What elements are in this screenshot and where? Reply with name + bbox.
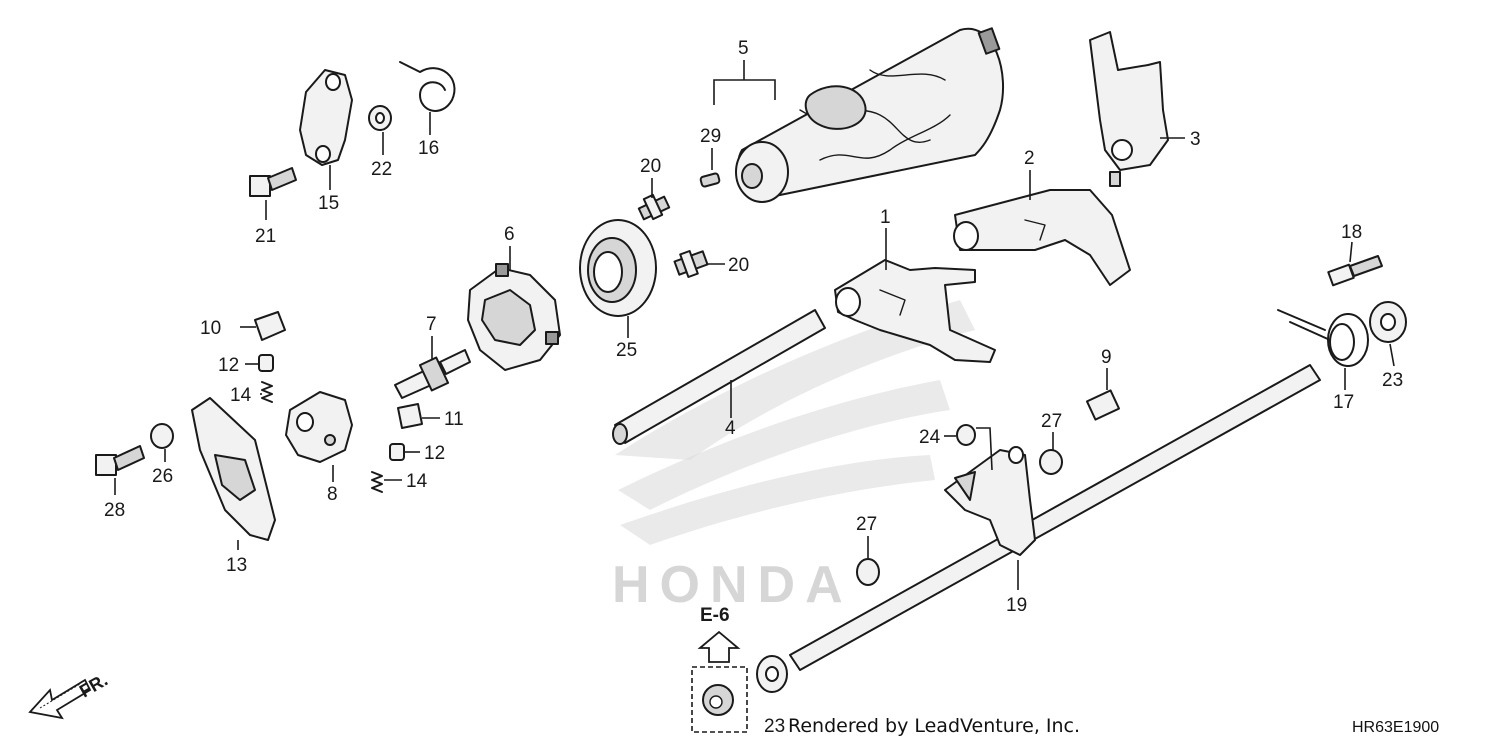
callout-20-lower: 20	[728, 255, 749, 276]
callout-13: 13	[226, 555, 247, 576]
spring-16	[399, 61, 456, 112]
drum-center-6	[467, 263, 561, 371]
callout-8: 8	[327, 484, 338, 505]
nut-24	[956, 424, 976, 446]
callouts: 5 29 3 2 1 4 6 25 20 20 7 8 10 11 12 12 …	[104, 38, 1403, 737]
pawl-10	[254, 311, 286, 341]
callout-26: 26	[152, 466, 173, 487]
special-bolt-7	[394, 349, 471, 399]
callout-2: 2	[1024, 148, 1035, 169]
pawl-11	[397, 403, 423, 429]
bolt-9	[1085, 389, 1121, 421]
return-spring-17	[1277, 309, 1369, 367]
callout-4: 4	[725, 418, 736, 439]
pin-12-upper	[258, 354, 274, 372]
callout-28: 28	[104, 500, 125, 521]
washer-23-bottom	[756, 655, 788, 693]
callout-14-upper: 14	[230, 385, 252, 406]
callout-16: 16	[418, 138, 439, 159]
callout-10: 10	[200, 318, 221, 339]
callout-18: 18	[1341, 222, 1362, 243]
pin-bolt-18	[1327, 255, 1383, 287]
callout-25: 25	[616, 340, 637, 361]
reference-box: E-6	[691, 605, 748, 733]
callout-17: 17	[1333, 392, 1354, 413]
spring-14-lower	[371, 471, 383, 493]
callout-7: 7	[426, 314, 437, 335]
washer-27-lower	[856, 558, 880, 586]
callout-14-lower: 14	[406, 471, 428, 492]
callout-23-right: 23	[1382, 370, 1403, 391]
bolt-28	[95, 445, 145, 476]
shift-fork-2	[953, 189, 1131, 286]
callout-20-upper: 20	[640, 156, 661, 177]
shift-fork-3	[1089, 31, 1169, 187]
bolt-21	[249, 167, 297, 197]
stopper-plate-8	[285, 391, 353, 463]
bolt-20-lower	[673, 250, 709, 278]
credit-text: Rendered by LeadVenture, Inc.	[788, 715, 1080, 737]
callout-23-bottom: 23	[764, 716, 785, 737]
bearing-25	[579, 219, 657, 317]
reference-label: E-6	[700, 605, 730, 626]
callout-22: 22	[371, 159, 392, 180]
watermark-text: HONDA	[612, 556, 853, 614]
callout-5: 5	[738, 38, 749, 59]
diagram-code: HR63E1900	[1352, 719, 1439, 736]
plate-15	[299, 69, 353, 166]
callout-12-lower: 12	[424, 443, 445, 464]
shift-fork-1	[834, 259, 996, 363]
washer-23-right	[1369, 301, 1407, 343]
callout-24: 24	[919, 427, 941, 448]
front-direction-label: FR.	[76, 670, 111, 702]
fork-shaft-4	[612, 309, 826, 445]
callout-9: 9	[1101, 347, 1112, 368]
callout-29: 29	[700, 126, 721, 147]
callout-6: 6	[504, 224, 515, 245]
honda-watermark: HONDA	[612, 300, 975, 614]
callout-12-upper: 12	[218, 355, 239, 376]
gearshift-spindle-19	[789, 364, 1321, 671]
callout-21: 21	[255, 226, 276, 247]
spring-14-upper	[261, 381, 273, 403]
callout-19: 19	[1006, 595, 1027, 616]
collar-26	[150, 423, 174, 449]
guide-plate-13	[191, 397, 276, 541]
washer-22	[368, 105, 392, 131]
pin-12-lower	[389, 443, 405, 461]
callout-27-lower: 27	[856, 514, 877, 535]
callout-15: 15	[318, 193, 339, 214]
leader-lines	[114, 60, 1395, 590]
front-direction-arrow: FR.	[28, 670, 111, 720]
shift-drum	[735, 27, 1004, 203]
callout-3: 3	[1190, 129, 1201, 150]
callout-1: 1	[880, 207, 891, 228]
callout-27-upper: 27	[1041, 411, 1062, 432]
pin-29	[699, 172, 721, 188]
callout-11: 11	[444, 409, 464, 430]
bolt-20-upper	[637, 193, 671, 221]
washer-27-upper	[1039, 449, 1063, 475]
